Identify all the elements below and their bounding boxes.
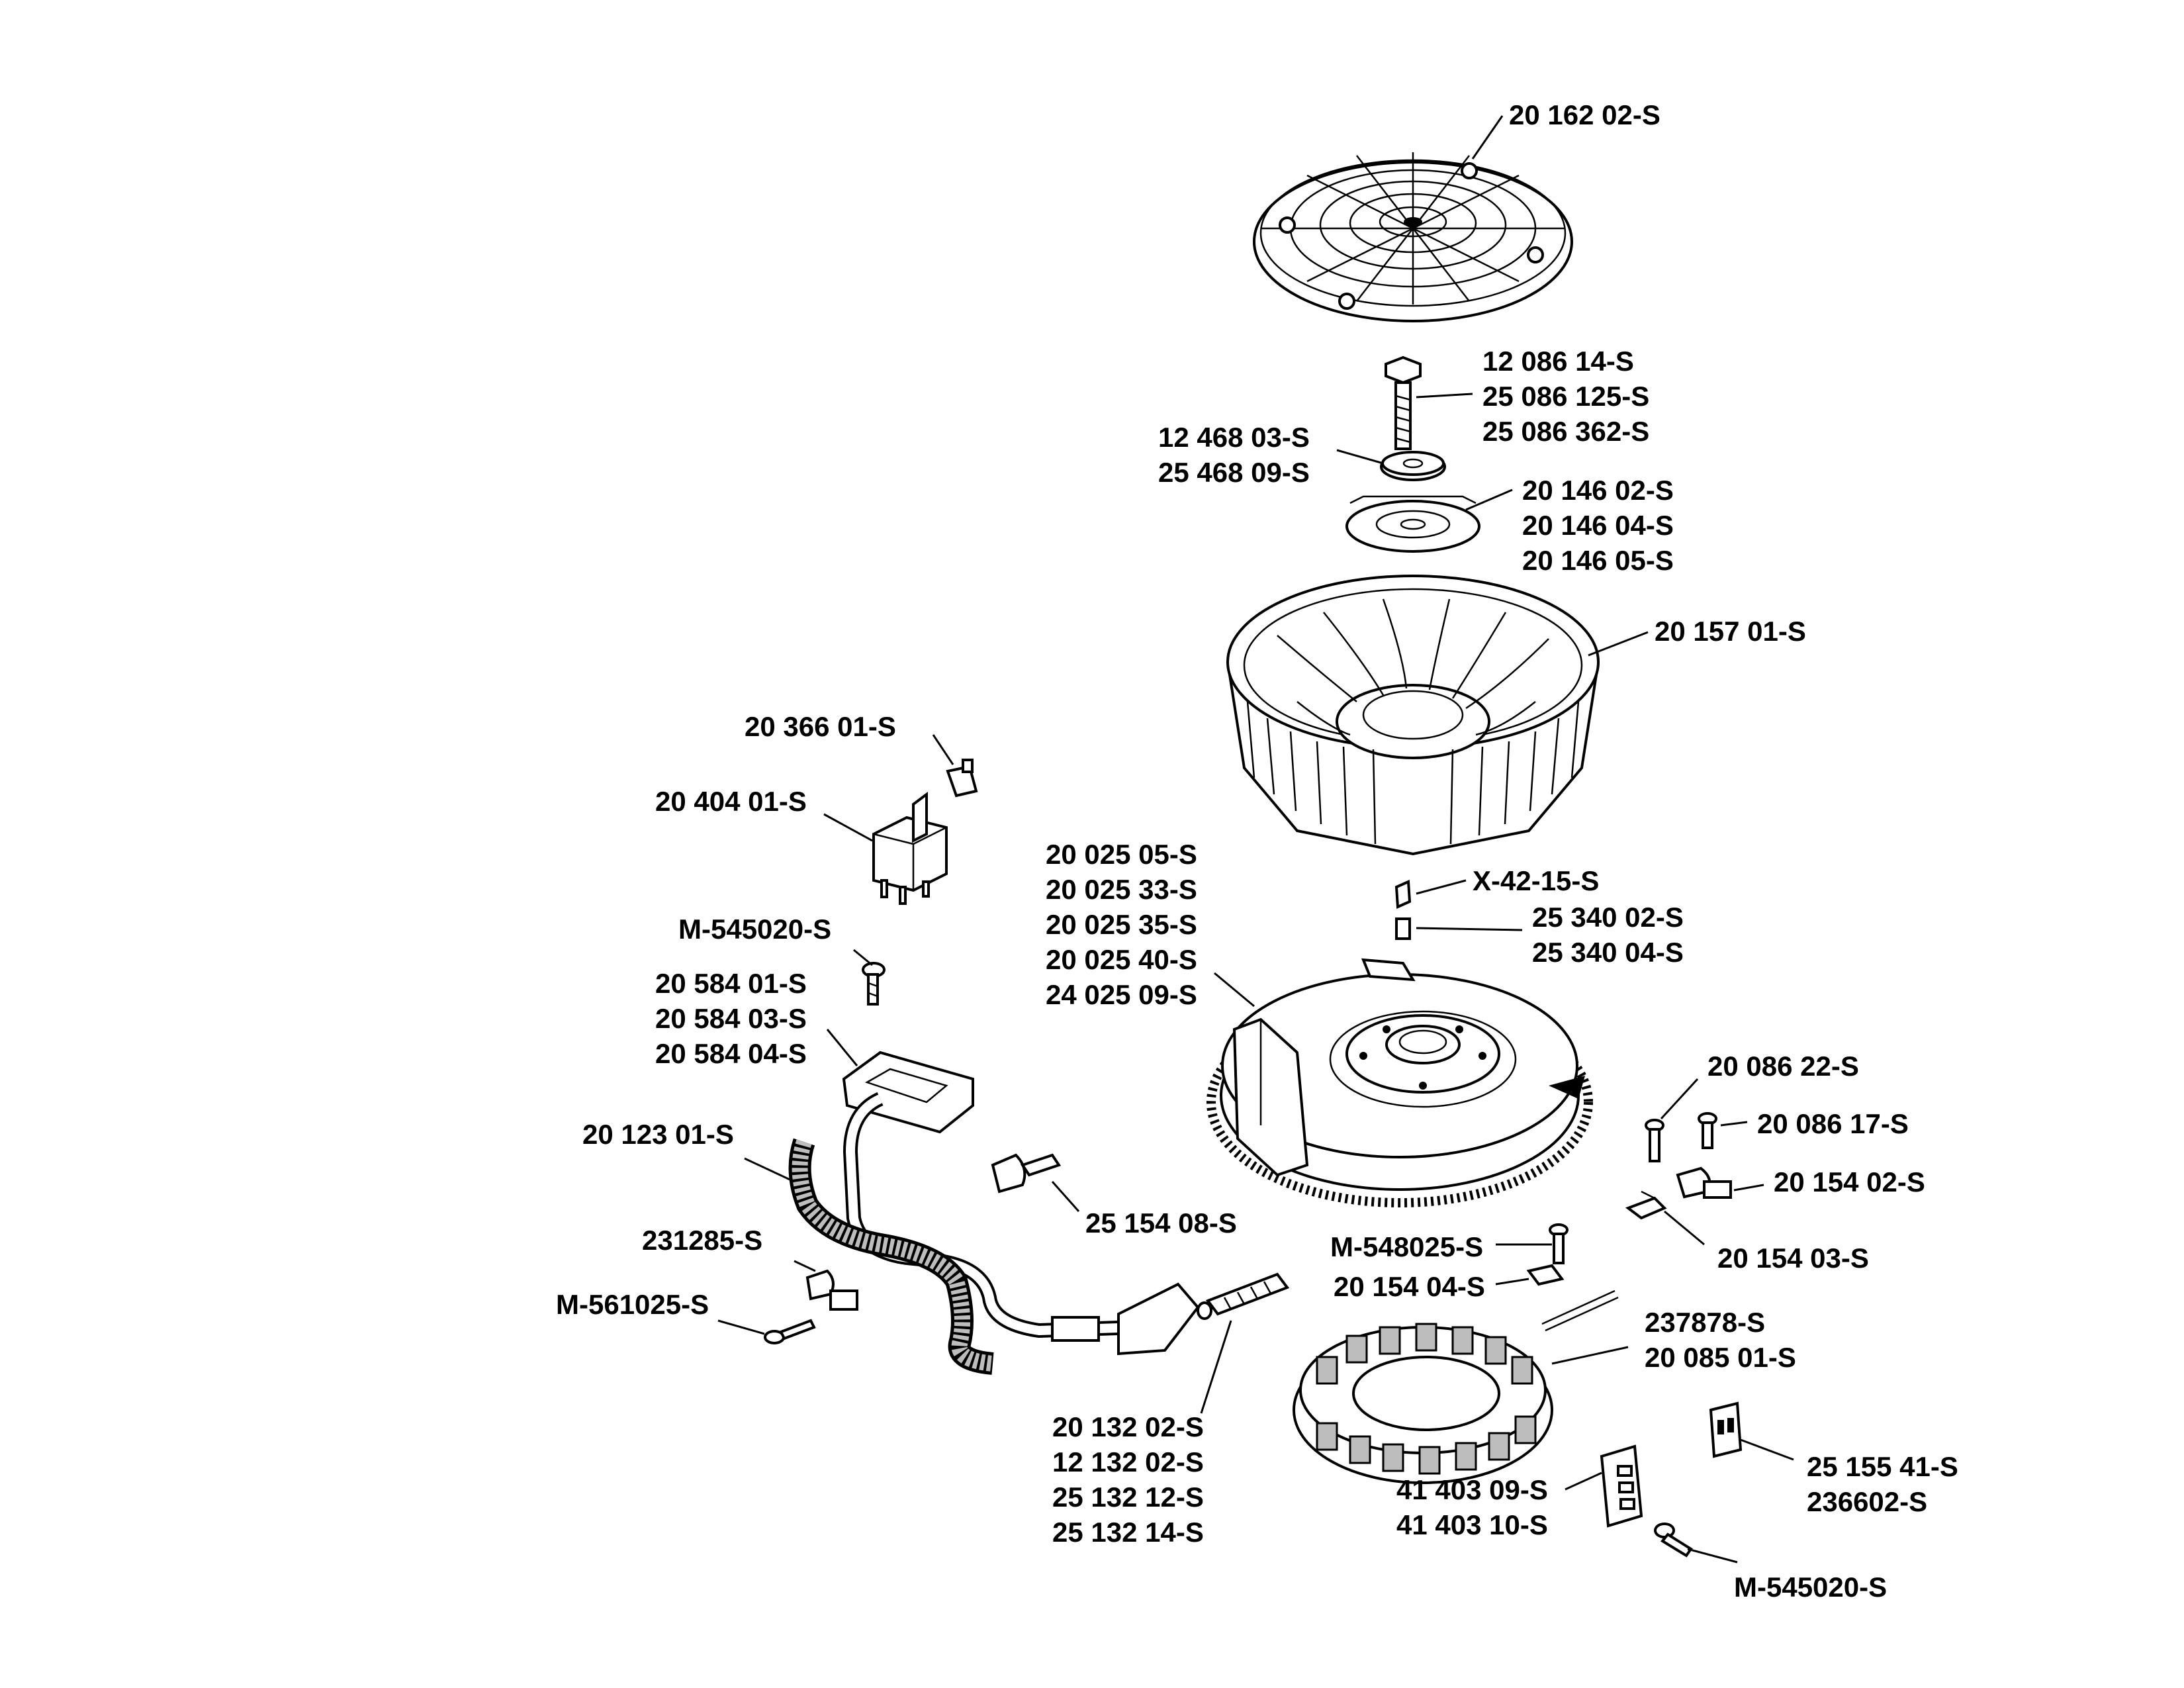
connector [1709, 1401, 1743, 1458]
callout-m-561025: M-561025-S [556, 1289, 709, 1320]
clip [805, 1269, 858, 1311]
stator [1293, 1289, 1619, 1484]
flywheel [1206, 958, 1593, 1207]
callout-20-123-01: 20 123 01-S [582, 1119, 734, 1150]
callout-x-42-15: X-42-15-S [1473, 865, 1599, 896]
clip [1526, 1264, 1565, 1286]
clip [1676, 1166, 1732, 1199]
clip [1625, 1190, 1667, 1220]
callout-m-548025: M-548025-S [1330, 1231, 1483, 1262]
callout-20-154-02: 20 154 02-S [1774, 1166, 1925, 1197]
callout-20-404-01: 20 404 01-S [655, 786, 807, 817]
callout-25-154-08: 25 154 08-S [1085, 1207, 1237, 1239]
screw [862, 962, 886, 1006]
retainer-plate [1345, 495, 1480, 553]
fan [1226, 575, 1600, 856]
clip [991, 1153, 1062, 1194]
screw [1549, 1223, 1569, 1264]
callout-m-545020-upper: M-545020-S [678, 914, 831, 945]
callout-20-157-01: 20 157 01-S [1655, 616, 1806, 647]
callout-20-086-17: 20 086 17-S [1757, 1108, 1909, 1139]
screw [764, 1319, 816, 1344]
screw [1645, 1119, 1664, 1162]
callout-231285: 231285-S [642, 1225, 762, 1256]
callout-20-162-02: 20 162 02-S [1509, 99, 1661, 130]
screw [1698, 1112, 1717, 1149]
flywheel-key [1394, 880, 1412, 940]
screw [1654, 1523, 1693, 1558]
spark-plug [1197, 1272, 1290, 1320]
relay [872, 792, 948, 905]
leader-lines [717, 115, 1794, 1564]
callout-20-086-22: 20 086 22-S [1707, 1051, 1859, 1082]
flywheel-screen [1253, 152, 1573, 322]
ground-wire [788, 1138, 994, 1375]
flywheel-bolt [1385, 355, 1422, 450]
callout-20-154-03: 20 154 03-S [1717, 1243, 1869, 1274]
rectifier [1600, 1444, 1643, 1528]
callout-20-366-01: 20 366 01-S [745, 711, 896, 742]
connector [946, 759, 978, 798]
ignition-coil [842, 1051, 974, 1134]
callout-20-154-04: 20 154 04-S [1334, 1271, 1485, 1302]
callout-m-545020-lower: M-545020-S [1734, 1571, 1887, 1603]
washer [1380, 451, 1446, 481]
